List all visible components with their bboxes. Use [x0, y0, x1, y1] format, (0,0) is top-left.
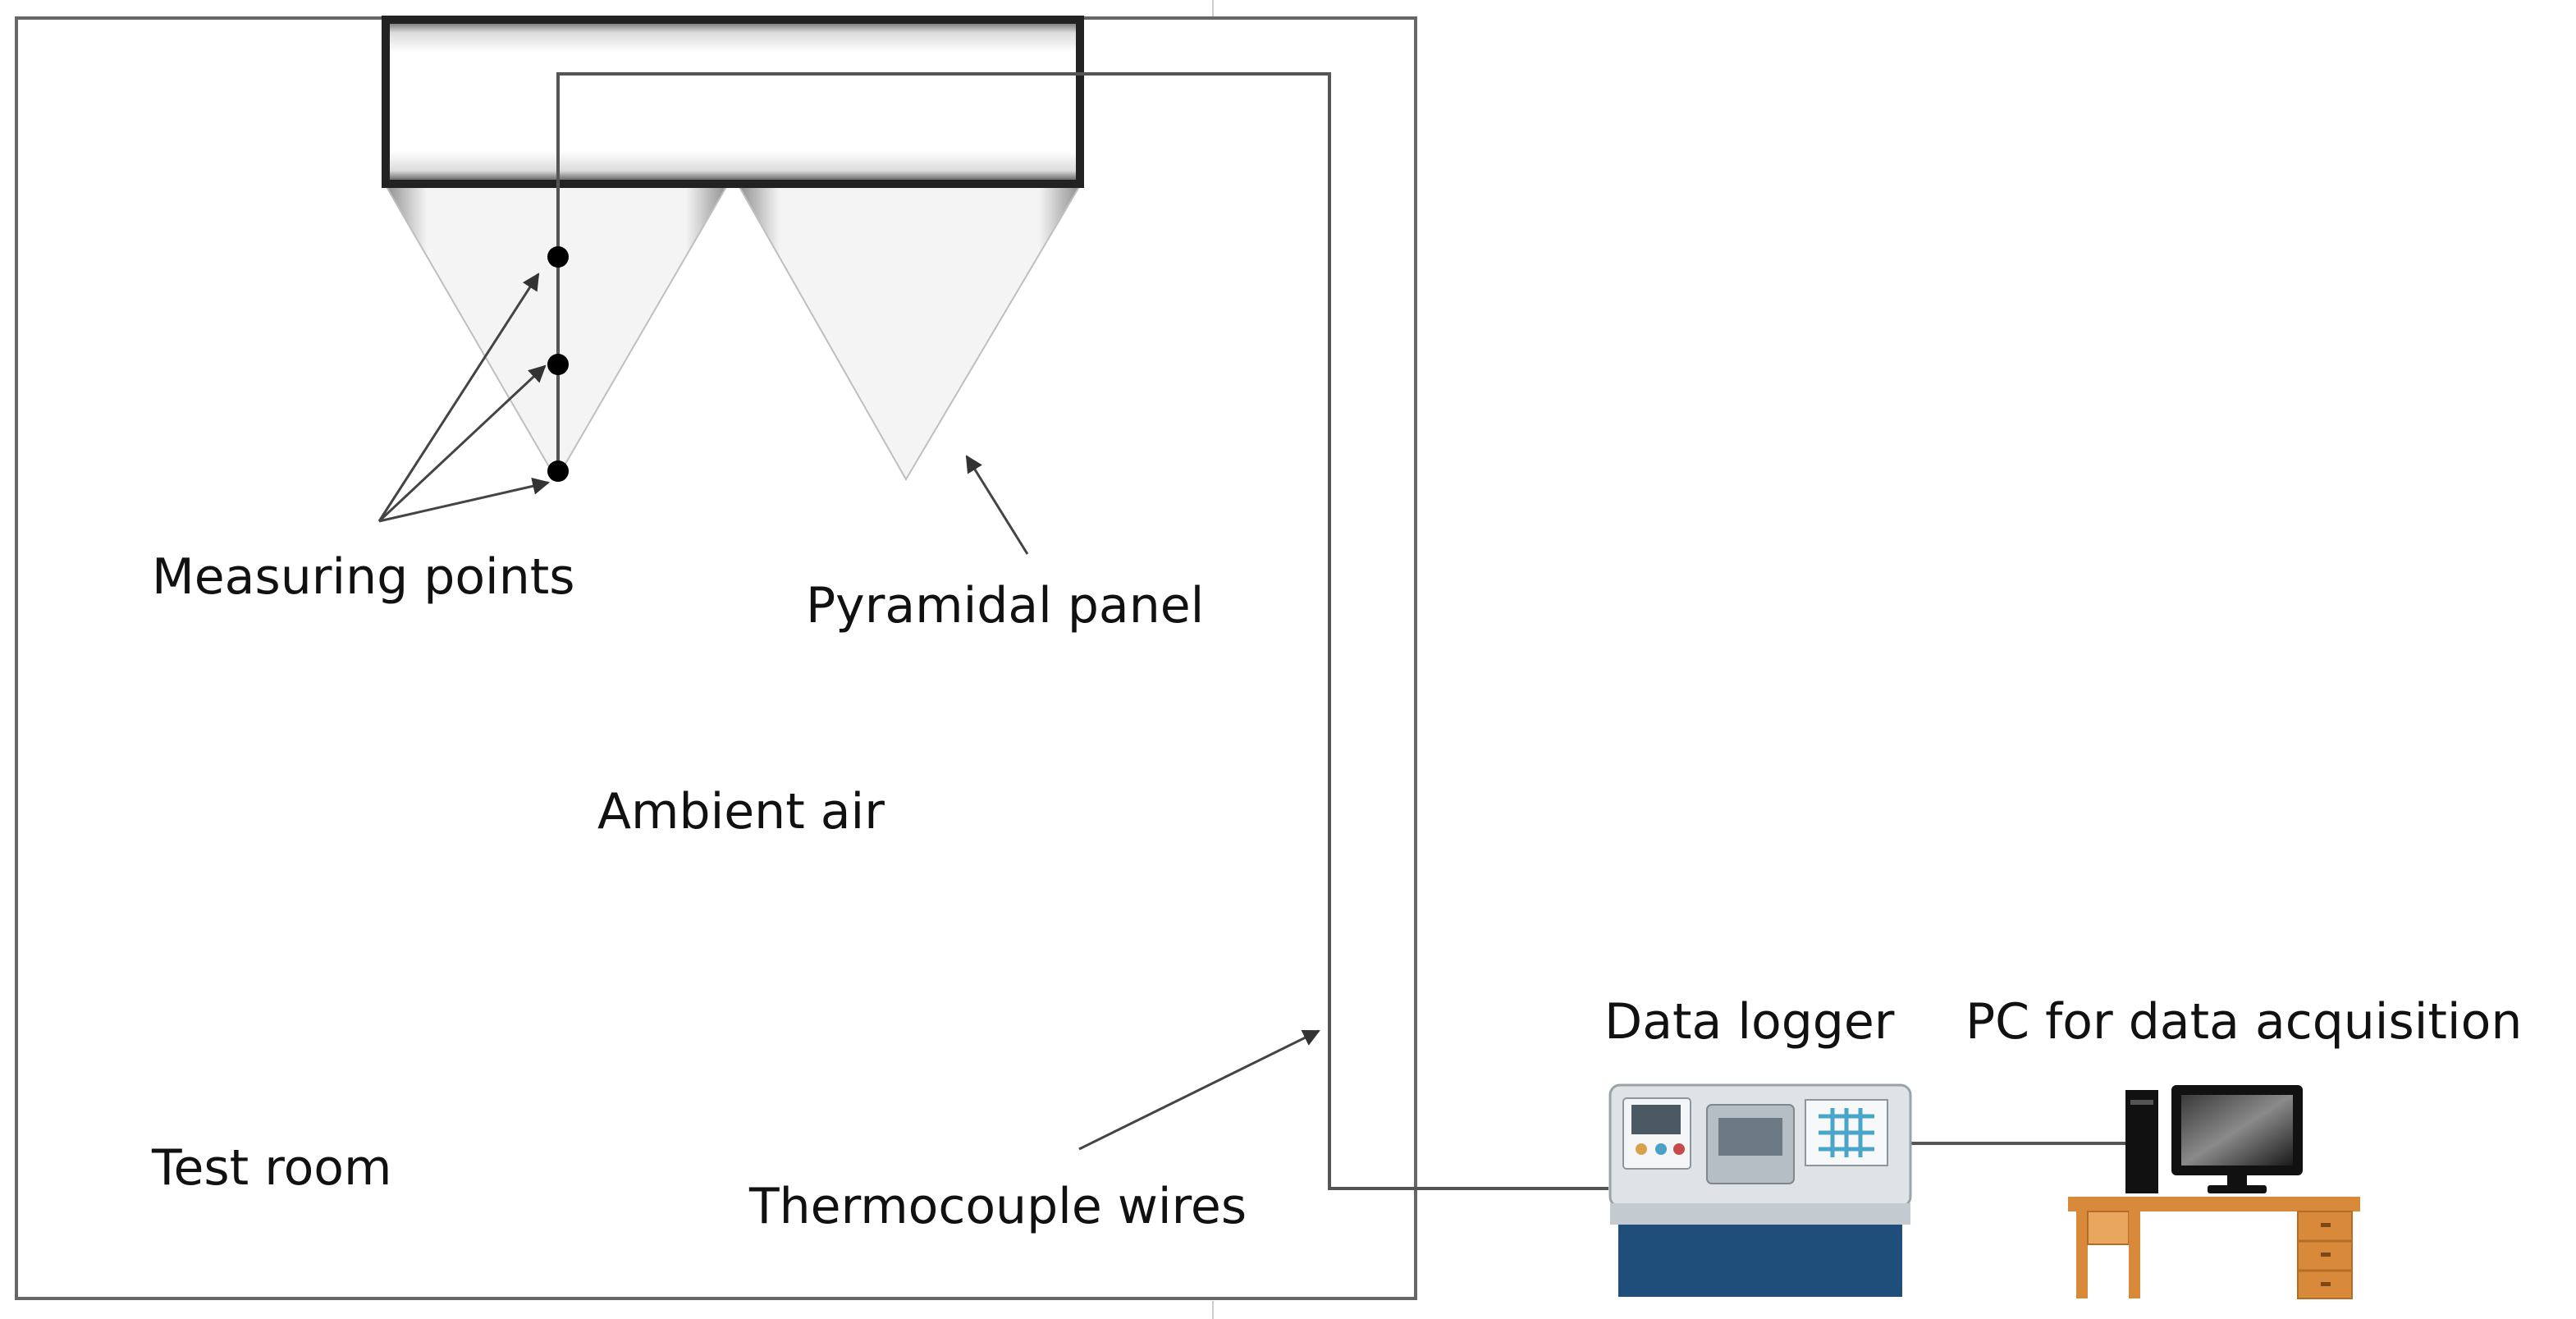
measuring-point-arrow [377, 364, 547, 523]
data-logger-icon [1608, 1083, 1912, 1297]
test-room-boundary [15, 16, 1417, 1300]
measuring-point-arrow [377, 273, 540, 522]
measuring-point-dot [547, 246, 569, 268]
pc-workstation-icon [2068, 1085, 2360, 1299]
label-pyramidal-panel: Pyramidal panel [806, 577, 1204, 634]
thermocouple-wire [556, 72, 1608, 1190]
label-thermocouple-wires: Thermocouple wires [748, 1178, 1247, 1235]
pyramidal-panel-arrow [965, 455, 1029, 555]
label-data-logger: Data logger [1604, 993, 1895, 1051]
pyramidal-panel-base [382, 16, 1084, 188]
measuring-point-dot [547, 354, 569, 375]
measuring-point-arrow [378, 477, 551, 523]
measuring-point-dot [547, 460, 569, 482]
label-test-room: Test room [151, 1139, 391, 1197]
pyramid-cone-right [737, 185, 1082, 481]
label-measuring-points: Measuring points [152, 548, 575, 606]
label-ambient-air: Ambient air [597, 783, 885, 840]
thermocouple-arrow [1078, 1029, 1320, 1151]
label-pc-data-acquisition: PC for data acquisition [1965, 993, 2522, 1051]
